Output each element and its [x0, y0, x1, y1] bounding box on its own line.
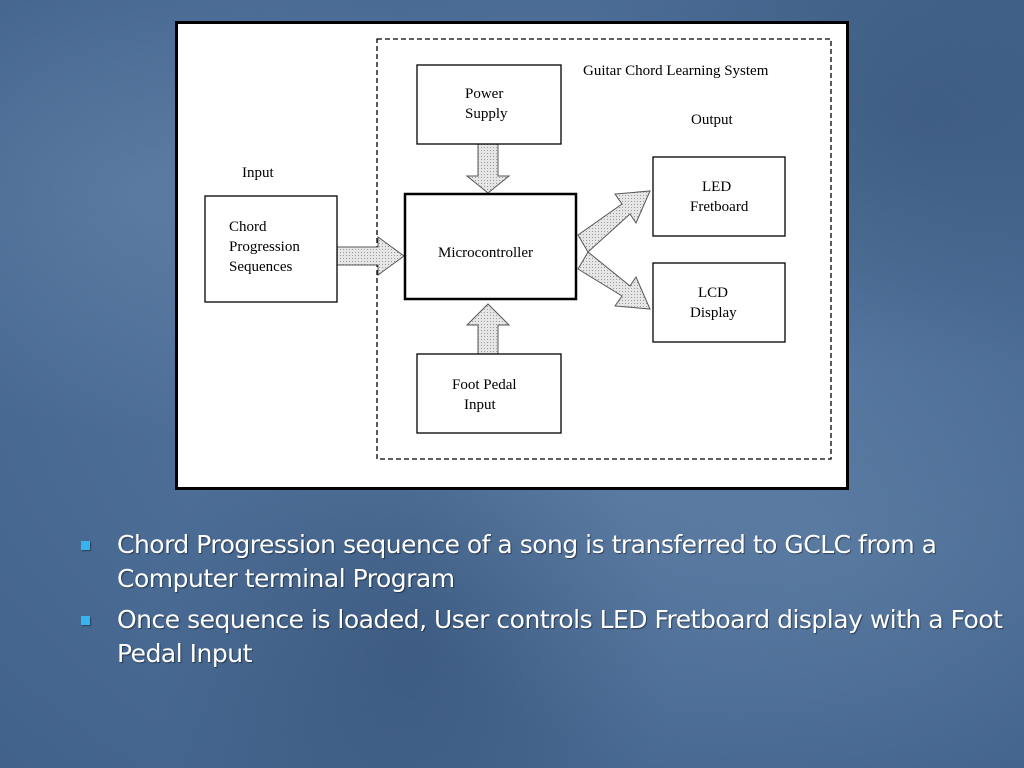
- bullet-text: Chord Progression sequence of a song is …: [117, 530, 937, 593]
- bullet-text: Once sequence is loaded, User controls L…: [117, 605, 1003, 668]
- block-chord-label: Chord Progression Sequences: [229, 219, 304, 275]
- block-pedal-label: Foot Pedal Input: [452, 377, 520, 413]
- block-chord-progression: [204, 195, 338, 303]
- arrow-pedal-to-micro: [465, 303, 511, 355]
- block-foot-pedal: [416, 353, 562, 434]
- block-power-label: Power Supply: [465, 86, 508, 122]
- input-label: Input: [242, 165, 274, 181]
- block-diagram: Guitar Chord Learning System Input Outpu…: [175, 21, 849, 490]
- arrow-power-to-micro: [465, 143, 511, 194]
- arrow-micro-to-lcd: [577, 251, 651, 310]
- bullet-item: Chord Progression sequence of a song is …: [76, 528, 1006, 596]
- output-label: Output: [691, 112, 734, 128]
- block-led-label: LED Fretboard: [690, 179, 749, 215]
- block-led-fretboard: [652, 156, 786, 237]
- block-microcontroller: [403, 192, 578, 301]
- block-power-supply: [416, 64, 562, 145]
- block-micro-label: Microcontroller: [438, 245, 533, 261]
- system-label: Guitar Chord Learning System: [583, 63, 769, 79]
- square-bullet-icon: [81, 541, 90, 550]
- block-lcd-display: [652, 262, 786, 343]
- bullet-list: Chord Progression sequence of a song is …: [76, 528, 1006, 678]
- arrow-chord-to-micro: [336, 236, 405, 276]
- block-lcd-label: LCD Display: [690, 285, 737, 321]
- bullet-item: Once sequence is loaded, User controls L…: [76, 603, 1006, 671]
- square-bullet-icon: [81, 616, 90, 625]
- arrow-micro-to-led: [577, 190, 651, 253]
